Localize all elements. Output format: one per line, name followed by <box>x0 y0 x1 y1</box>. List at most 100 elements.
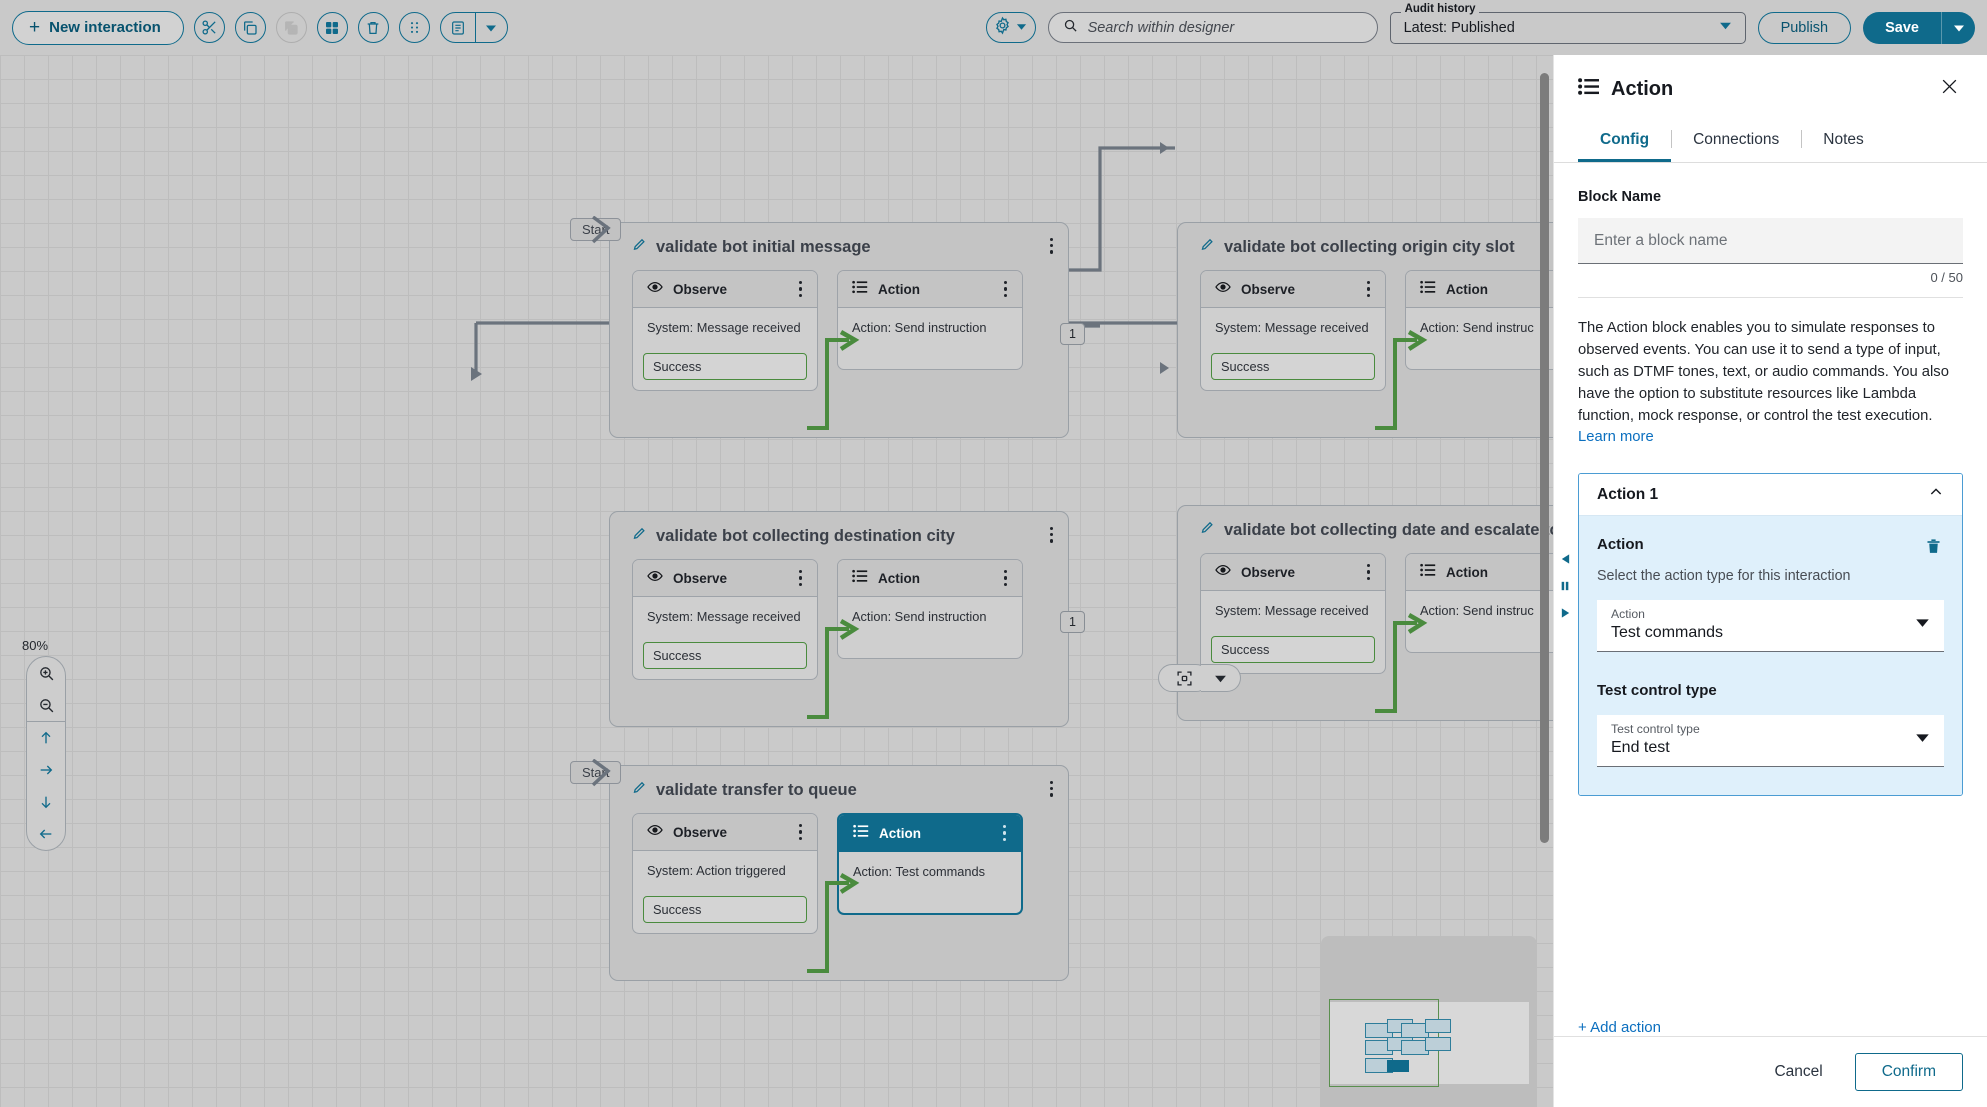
close-icon[interactable] <box>1936 73 1963 105</box>
learn-more-link[interactable]: Learn more <box>1578 429 1654 446</box>
pause-bars-icon[interactable] <box>1560 579 1570 597</box>
edit-pencil-icon[interactable] <box>632 526 647 546</box>
notes-icon[interactable] <box>441 13 475 42</box>
pan-up-icon[interactable] <box>27 722 65 754</box>
save-button[interactable]: Save <box>1863 11 1941 44</box>
pan-down-icon[interactable] <box>27 786 65 818</box>
trash-icon[interactable] <box>357 12 389 43</box>
action-node[interactable]: Action Action: Send instruc <box>1405 553 1553 653</box>
zoom-controls <box>26 656 66 852</box>
tab-connections[interactable]: Connections <box>1671 123 1801 162</box>
edit-pencil-icon[interactable] <box>632 780 647 800</box>
new-interaction-button[interactable]: + New interaction <box>12 10 184 45</box>
node-output-success[interactable]: Success <box>1211 636 1375 663</box>
pan-left-icon[interactable] <box>27 818 65 850</box>
search-field[interactable] <box>1047 12 1378 43</box>
audit-history-label: Audit history <box>1400 2 1480 15</box>
node-menu-icon[interactable] <box>998 822 1011 844</box>
action-type-value: Test commands <box>1611 624 1724 642</box>
node-menu-icon[interactable] <box>794 567 807 589</box>
flow-card[interactable]: validate bot collecting origin city slot… <box>1177 222 1553 438</box>
save-dropdown-caret-icon[interactable] <box>1941 11 1975 44</box>
canvas-vertical-scrollbar[interactable] <box>1540 73 1549 843</box>
flow-card-title: validate bot collecting destination city <box>656 526 955 545</box>
plus-icon: + <box>29 17 41 38</box>
list-icon <box>853 824 869 843</box>
node-menu-icon[interactable] <box>794 278 807 300</box>
tab-config[interactable]: Config <box>1578 123 1672 162</box>
tab-notes[interactable]: Notes <box>1801 123 1886 162</box>
apps-grid-icon[interactable] <box>316 12 348 43</box>
flow-card[interactable]: validate bot collecting destination city… <box>609 511 1069 727</box>
flow-canvas[interactable]: Start validate bot initial message <box>0 55 1553 1107</box>
trash-icon[interactable] <box>1923 536 1944 562</box>
observe-node[interactable]: Observe System: Action triggered Success <box>632 813 818 934</box>
action-node[interactable]: Action Action: Send instruc <box>1405 270 1553 370</box>
node-menu-icon[interactable] <box>1362 278 1375 300</box>
flow-card[interactable]: Start validate bot initial message <box>570 216 1069 438</box>
chevron-down-icon <box>1719 19 1732 36</box>
edit-pencil-icon[interactable] <box>1200 237 1215 257</box>
node-menu-icon[interactable] <box>1362 561 1375 583</box>
flow-card-menu-icon[interactable] <box>1045 524 1058 546</box>
observe-node[interactable]: Observe System: Message received Success <box>1200 270 1386 391</box>
search-input[interactable] <box>1085 18 1363 37</box>
confirm-button[interactable]: Confirm <box>1854 1053 1963 1091</box>
edit-pencil-icon[interactable] <box>1200 520 1215 540</box>
node-output-success[interactable]: Success <box>1211 353 1375 380</box>
flow-card-title-row: validate transfer to queue <box>610 766 1068 800</box>
chevron-down-icon <box>1915 615 1930 635</box>
node-menu-icon[interactable] <box>794 821 807 843</box>
observe-node[interactable]: Observe System: Message received Success <box>632 559 818 680</box>
node-type-label: Action <box>1446 281 1488 297</box>
accordion-body: Action Select the action type for this i… <box>1579 516 1962 796</box>
minimap-block <box>1425 1019 1451 1033</box>
arrow-right-icon[interactable] <box>1560 606 1571 624</box>
action-type-select[interactable]: Action Test commands <box>1597 600 1944 653</box>
publish-button[interactable]: Publish <box>1757 11 1852 44</box>
cut-icon[interactable] <box>193 12 225 43</box>
settings-dropdown-button[interactable] <box>985 12 1036 43</box>
action-node[interactable]: Action Action: Send instruction <box>837 270 1023 370</box>
observe-node[interactable]: Observe System: Message received Success <box>1200 553 1386 674</box>
cancel-button[interactable]: Cancel <box>1774 1063 1823 1080</box>
flow-card[interactable]: Start validate transfer to queue Observe <box>570 759 1069 981</box>
test-control-type-select[interactable]: Test control type End test <box>1597 715 1944 768</box>
divider <box>1578 297 1963 298</box>
add-action-button[interactable]: + Add action <box>1578 1019 1661 1036</box>
chevron-up-icon[interactable] <box>1928 484 1944 505</box>
action-node-selected[interactable]: Action Action: Test commands <box>837 813 1023 915</box>
node-output-success[interactable]: Success <box>643 353 807 380</box>
edit-pencil-icon[interactable] <box>632 237 647 257</box>
panel-body: Block Name 0 / 50 The Action block enabl… <box>1554 163 1987 995</box>
node-menu-icon[interactable] <box>999 567 1012 589</box>
zoom-out-icon[interactable] <box>27 689 65 721</box>
zoom-in-icon[interactable] <box>27 657 65 689</box>
notes-dropdown-button[interactable] <box>439 12 508 43</box>
drag-dots-icon[interactable] <box>398 12 430 43</box>
copy-icon[interactable] <box>234 12 266 43</box>
block-name-counter: 0 / 50 <box>1930 270 1963 285</box>
node-menu-icon[interactable] <box>999 278 1012 300</box>
minimap-dropdown-caret-icon[interactable] <box>1201 664 1241 692</box>
pan-right-icon[interactable] <box>27 754 65 786</box>
minimap[interactable] <box>1321 936 1537 1107</box>
arrow-left-icon[interactable] <box>1560 552 1571 570</box>
accordion-header[interactable]: Action 1 <box>1579 474 1962 517</box>
panel-description: The Action block enables you to simulate… <box>1578 318 1963 449</box>
node-output-success[interactable]: Success <box>643 642 807 669</box>
panel-collapse-handle[interactable] <box>1557 552 1573 624</box>
list-icon <box>1420 280 1436 299</box>
node-output-success[interactable]: Success <box>643 896 807 923</box>
flow-card-title-row: validate bot initial message <box>610 223 1068 257</box>
audit-history-select[interactable]: Latest: Published <box>1389 11 1746 44</box>
action-node[interactable]: Action Action: Send instruction <box>837 559 1023 659</box>
start-arrow-icon <box>592 216 611 244</box>
flow-card[interactable]: validate bot collecting date and escalat… <box>1177 505 1553 721</box>
flow-card-menu-icon[interactable] <box>1045 235 1058 257</box>
flow-card-menu-icon[interactable] <box>1045 778 1058 800</box>
caret-down-icon[interactable] <box>474 13 507 42</box>
observe-node[interactable]: Observe System: Message received Success <box>632 270 818 391</box>
block-name-input[interactable] <box>1578 218 1963 264</box>
node-type-label: Observe <box>1241 564 1296 580</box>
